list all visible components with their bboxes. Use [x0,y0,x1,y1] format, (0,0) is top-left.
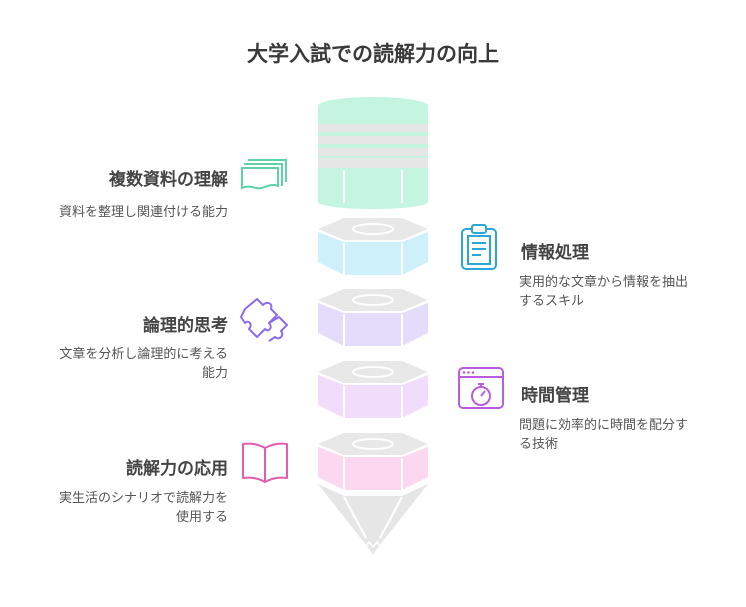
stack-segment-3 [318,289,428,346]
item-title-time-management: 時間管理 [521,386,589,406]
item-title-reading-application: 読解力の応用 [126,459,228,479]
item-desc-logical-thinking: 文章を分析し論理的に考える 能力 [59,347,228,381]
item-desc-reading-application: 実生活のシナリオで読解力を 使用する [58,491,228,525]
stack-segment-5 [318,433,428,490]
puzzle-icon [240,298,288,342]
item-desc-time-management: 問題に効率的に時間を配分す る技術 [519,418,689,452]
stack-segment-4 [318,361,428,418]
item-desc-info-processing: 実用的な文章から情報を抽出 するスキル [519,275,689,309]
pencil-tip [318,484,428,555]
stack-segment-1 [318,97,428,209]
stopwatch-window-icon [458,367,504,409]
open-book-icon [242,442,288,483]
item-desc-multi-document: 資料を整理し関連付ける能力 [58,205,228,220]
item-title-logical-thinking: 論理的思考 [143,316,228,336]
diagram-title: 大学入試での読解力の向上 [247,42,499,66]
item-title-multi-document: 複数資料の理解 [109,170,228,190]
stack-segment-2 [318,218,428,275]
documents-icon [241,159,287,190]
clipboard-icon [461,224,497,270]
item-title-info-processing: 情報処理 [521,243,589,263]
